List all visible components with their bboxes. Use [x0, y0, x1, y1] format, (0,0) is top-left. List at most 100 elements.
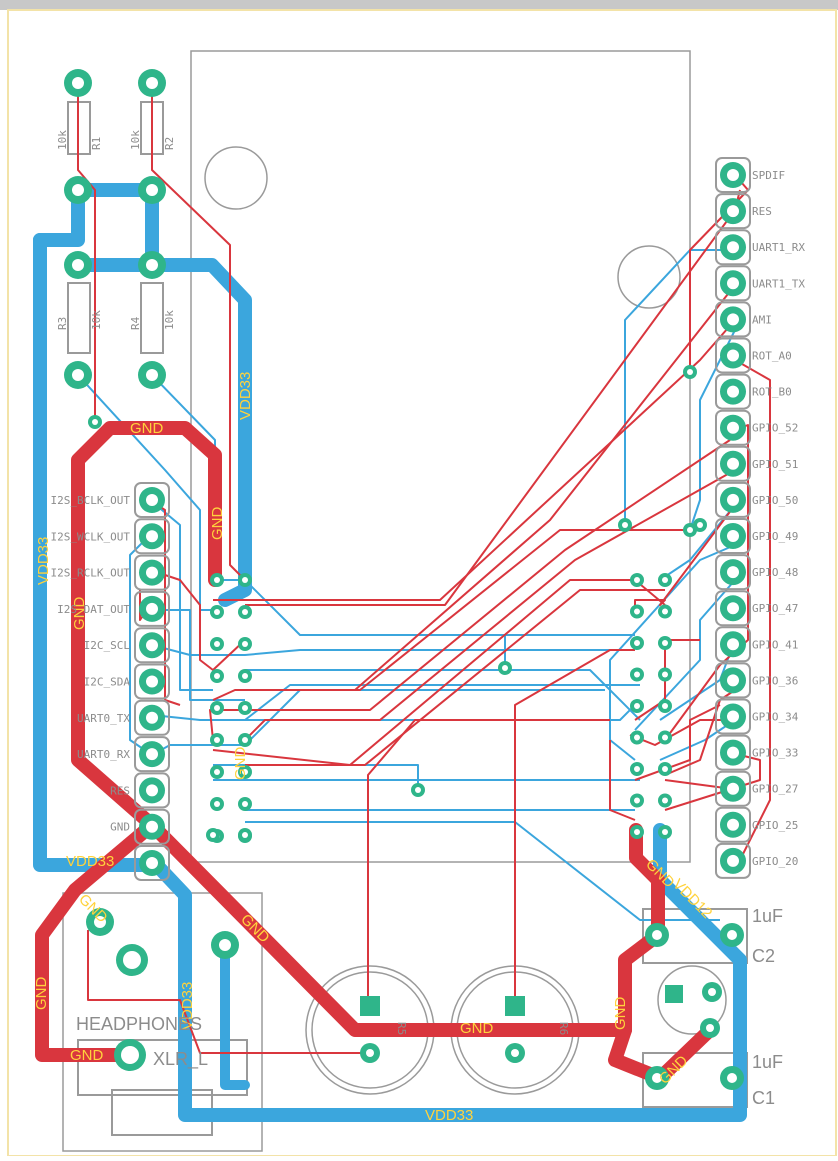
right-header-outline: [715, 698, 751, 735]
right-header-pin-drill: [727, 169, 739, 181]
r4-name-label: R4: [129, 316, 142, 330]
r1-value-label: 10k: [56, 130, 69, 150]
net-label: GND: [612, 997, 629, 1031]
cap-outline: [657, 965, 727, 1035]
right-header-outline: [715, 842, 751, 879]
right-pin-label: GPIO_50: [752, 494, 798, 507]
r1-name-label: R1: [90, 137, 103, 150]
right-header-outline: [715, 373, 751, 410]
left-header-outline: [134, 736, 170, 773]
net-label: GND: [70, 1047, 104, 1064]
right-header-pin-drill: [727, 421, 739, 434]
via-drill: [210, 832, 216, 838]
right-header-labels: SPDIFRESUART1_RXUART1_TXAMIROT_A0ROT_B0G…: [752, 169, 805, 868]
left-pin-label: I2S_RCLK_OUT: [51, 567, 131, 580]
right-header-pin-drill: [727, 349, 739, 362]
right-header-pin-drill: [727, 746, 739, 759]
right-header-pin-drill: [727, 854, 739, 867]
via-drill: [634, 766, 640, 772]
right-header-pin-drill: [727, 205, 739, 218]
left-header-pin-drill: [146, 639, 158, 652]
resistor-pad-drill: [72, 369, 84, 381]
right-header-outline: [715, 518, 751, 554]
left-header-pin-drill: [146, 748, 158, 761]
right-pin-label: GPIO_25: [752, 819, 798, 832]
right-header-pin-drill: [727, 782, 739, 795]
right-header-pin-drill: [727, 493, 739, 506]
pot-pad-drill: [366, 1049, 374, 1057]
right-pin-label: GPIO_33: [752, 747, 798, 760]
via-drill: [214, 577, 220, 583]
resistor-pad-drill: [146, 184, 158, 196]
right-header-pin-drill: [727, 638, 739, 651]
pot-square-pad: [505, 996, 525, 1016]
via-drill: [502, 665, 508, 671]
via-drill: [242, 801, 248, 807]
right-pin-label: UART1_RX: [752, 241, 805, 254]
right-header-pin-drill: [727, 566, 739, 579]
top-copper-signals: [77, 85, 771, 1054]
via-drill: [662, 734, 668, 741]
left-header-pin-drill: [146, 711, 158, 724]
left-header-outline: [134, 808, 170, 845]
left-pin-label: I2C_SDA: [84, 676, 131, 689]
right-pin-label: GPIO_36: [752, 674, 798, 687]
r2-value-label: 10k: [129, 130, 142, 150]
right-header-outline: [715, 626, 751, 663]
via-drill: [634, 797, 640, 804]
via-drill: [634, 577, 640, 583]
right-header-pin-drill: [727, 241, 739, 254]
via-drill: [662, 608, 668, 615]
xlr-label: XLR_L: [153, 1049, 208, 1070]
right-header-outline: [715, 445, 751, 482]
c2-name-label: C2: [752, 946, 775, 966]
pad-layer: [64, 69, 751, 1090]
right-header-pin-drill: [727, 674, 739, 687]
resistor-pad-drill: [72, 259, 84, 271]
via-drill: [662, 671, 668, 678]
left-pin-label: GND: [110, 821, 130, 834]
via-drill: [214, 673, 220, 679]
r4-outline: [140, 282, 164, 354]
resistor-pad-drill: [146, 259, 158, 271]
via-drill: [634, 829, 640, 835]
right-pin-label: SPDIF: [752, 169, 785, 182]
left-pin-label: UART0_TX: [77, 712, 130, 725]
c1-value-label: 1uF: [752, 1052, 783, 1072]
via-drill: [214, 769, 220, 775]
net-label: GND: [232, 747, 249, 781]
left-header-pin-drill: [146, 494, 158, 506]
right-header-pin-drill: [727, 602, 739, 615]
left-header-labels: I2S_BCLK_OUTI2S_WCLK_OUTI2S_RCLK_OUTI2S_…: [51, 494, 131, 834]
right-header-outline: [715, 734, 751, 771]
via-drill: [242, 641, 248, 647]
resistor-pad-drill: [146, 77, 158, 89]
via-drill: [697, 522, 703, 528]
via-drill: [214, 801, 220, 807]
jack-pad-drill: [121, 1046, 139, 1064]
right-header-outline: [715, 590, 751, 627]
cap-pad-drill: [652, 930, 662, 940]
left-pin-label: I2S_WCLK_OUT: [51, 530, 131, 543]
via-drill: [242, 577, 248, 583]
left-header-outline: [134, 482, 170, 518]
r3-value-label: 10k: [90, 310, 103, 330]
jack-outline-inner: [77, 1039, 248, 1096]
headphone-jack-outline: [62, 892, 263, 1152]
right-header-outline: [715, 770, 751, 807]
via-drill: [634, 671, 640, 678]
top-frame: [0, 0, 838, 10]
right-header-pin-drill: [727, 277, 739, 290]
right-pin-label: ROT_A0: [752, 350, 792, 363]
via-drill: [92, 419, 98, 425]
left-pin-label: I2S_DAT_OUT: [57, 603, 130, 616]
right-pin-label: RES: [752, 205, 772, 218]
right-pin-label: GPIO_27: [752, 783, 798, 796]
via-drill: [242, 769, 248, 775]
jack-pad-drill: [219, 939, 231, 951]
right-header-outline: [715, 337, 751, 374]
left-header-outline: [134, 554, 170, 591]
right-header-pin-drill: [727, 818, 739, 831]
mount-hole: [617, 245, 681, 309]
